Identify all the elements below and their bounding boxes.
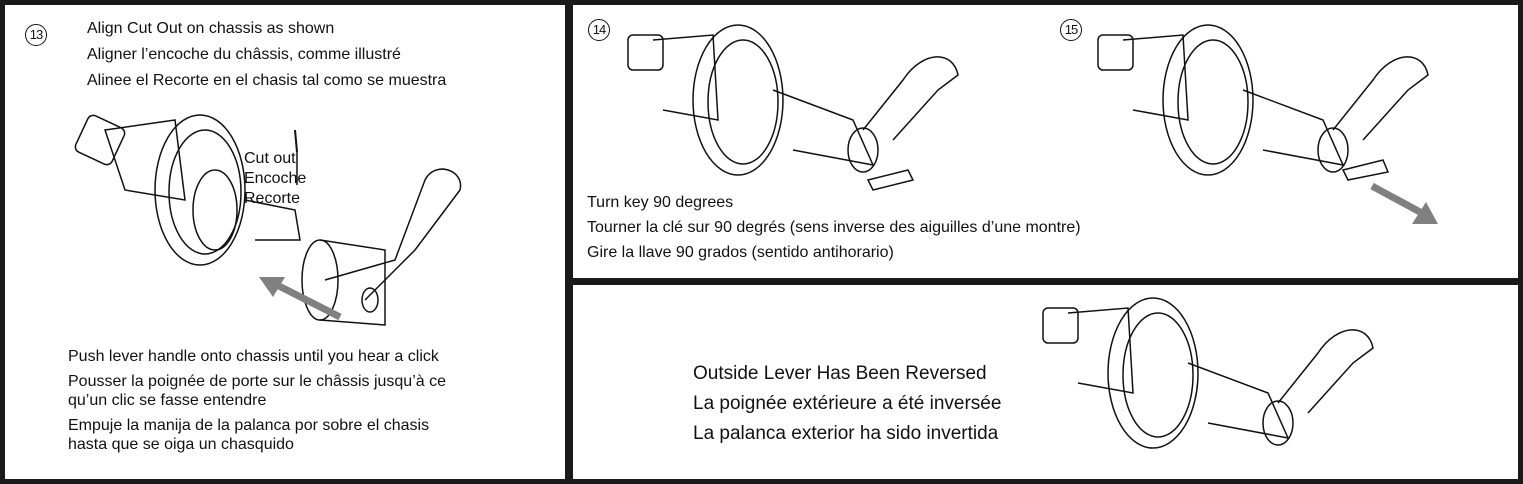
remove-key-illustration xyxy=(1097,24,1429,181)
step-13-panel: 13 Align Cut Out on chassis as shown Ali… xyxy=(5,5,565,479)
reversed-lever-illustration xyxy=(1042,297,1374,449)
result-en: Outside Lever Has Been Reversed xyxy=(693,363,987,384)
result-fr: La poignée extérieure a été inversée xyxy=(693,393,1002,414)
callout-en: Cut out xyxy=(244,150,296,167)
bottom-fr-2: qu’un clic se fasse entendre xyxy=(68,392,267,409)
bottom-es-1: Empuje la manija de la palanca por sobre… xyxy=(68,417,430,434)
step14-en: Turn key 90 degrees xyxy=(587,194,734,211)
step-number: 13 xyxy=(25,24,47,46)
bottom-en: Push lever handle onto chassis until you… xyxy=(68,348,439,365)
step14-fr: Tourner la clé sur 90 degrés (sens inver… xyxy=(587,219,1081,236)
pull-arrow-icon xyxy=(1370,182,1438,224)
callout-es: Recorte xyxy=(244,190,301,207)
instruction-en: Align Cut Out on chassis as shown xyxy=(87,20,335,37)
instruction-es: Alinee el Recorte en el chasis tal como … xyxy=(87,72,447,89)
lever-chassis-illustration xyxy=(74,114,462,326)
result-panel: Outside Lever Has Been Reversed La poign… xyxy=(573,285,1518,479)
callout-fr: Encoche xyxy=(244,170,307,187)
bottom-fr-1: Pousser la poignée de porte sur le châss… xyxy=(68,373,446,390)
turn-key-illustration xyxy=(627,24,959,191)
push-arrow-icon xyxy=(259,277,342,321)
bottom-es-2: hasta que se oiga un chasquido xyxy=(68,436,294,453)
instruction-fr: Aligner l’encoche du châssis, comme illu… xyxy=(87,46,401,63)
step14-es: Gire la llave 90 grados (sentido antihor… xyxy=(587,244,894,261)
step-number-14: 14 xyxy=(588,19,610,41)
step-14-15-panel: 14 15 Turn key 90 degrees Tourner la clé… xyxy=(573,5,1518,278)
step-number-15: 15 xyxy=(1060,19,1082,41)
result-es: La palanca exterior ha sido invertida xyxy=(693,423,999,444)
